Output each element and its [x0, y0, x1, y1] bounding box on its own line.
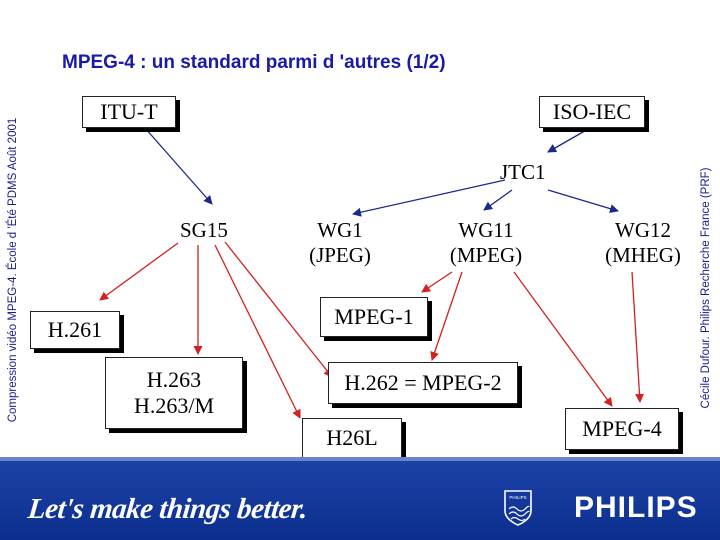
mpeg4-label: MPEG-4 — [582, 416, 662, 441]
wg11-name: WG11 — [458, 218, 514, 242]
iso-iec-box: ISO-IEC — [539, 96, 645, 128]
h263-label: H.263 — [146, 367, 202, 392]
wg1-label: WG1 (JPEG) — [298, 218, 382, 268]
mpeg1-box: MPEG-1 — [320, 297, 428, 337]
wg11-subtitle: (MPEG) — [449, 243, 523, 267]
arrow-sg15-to-h26l — [214, 244, 301, 419]
h262-label: H.262 = MPEG-2 — [344, 370, 502, 395]
arrow-sg15-to-h262 — [224, 241, 333, 378]
philips-shield-icon: PHILIPS — [504, 490, 532, 526]
h26l-box: H26L — [302, 418, 402, 458]
jtc1-label: JTC1 — [500, 160, 546, 184]
arrow-wg11-to-mpeg1 — [421, 271, 453, 293]
h26l-label: H26L — [326, 425, 378, 450]
wg12-subtitle: (MHEG) — [605, 243, 681, 267]
footer-bar: Let's make things better. PHILIPS PHILIP… — [0, 457, 720, 540]
h263m-label: H.263/M — [133, 393, 215, 418]
arrow-itu-to-sg15 — [144, 127, 213, 205]
wg11-label: WG11 (MPEG) — [440, 218, 532, 268]
arrow-jtc1-to-wg11 — [483, 189, 513, 211]
arrow-sg15-to-h261 — [99, 242, 179, 301]
slide-title: MPEG-4 : un standard parmi d 'autres (1/… — [62, 52, 446, 73]
mpeg1-label: MPEG-1 — [334, 304, 414, 329]
arrow-jtc1-to-wg1 — [352, 179, 506, 217]
arrow-wg12-to-mpeg4 — [631, 271, 645, 403]
h263-box: H.263 H.263/M — [105, 357, 243, 429]
shield-text: PHILIPS — [509, 495, 526, 500]
wg12-name: WG12 — [615, 218, 671, 242]
h261-label: H.261 — [47, 317, 103, 342]
itu-t-label: ITU-T — [100, 99, 158, 124]
arrow-wg11-to-mpeg4 — [513, 271, 613, 407]
wg1-name: WG1 — [317, 218, 363, 242]
wg1-subtitle: (JPEG) — [309, 243, 371, 267]
arrow-iso-to-jtc1 — [547, 127, 591, 153]
philips-logo-text: PHILIPS — [574, 491, 698, 524]
h261-box: H.261 — [30, 311, 120, 349]
arrow-wg11-to-h262 — [430, 271, 463, 361]
footer-stripe — [0, 457, 720, 461]
iso-iec-label: ISO-IEC — [552, 99, 632, 124]
mpeg4-box: MPEG-4 — [565, 408, 679, 450]
arrow-jtc1-to-wg12 — [547, 189, 619, 214]
wg12-label: WG12 (MHEG) — [594, 218, 692, 268]
sg15-label: SG15 — [180, 218, 228, 242]
footer-slogan: Let's make things better. — [26, 493, 309, 525]
h262-box: H.262 = MPEG-2 — [328, 362, 518, 404]
itu-t-box: ITU-T — [82, 96, 176, 128]
